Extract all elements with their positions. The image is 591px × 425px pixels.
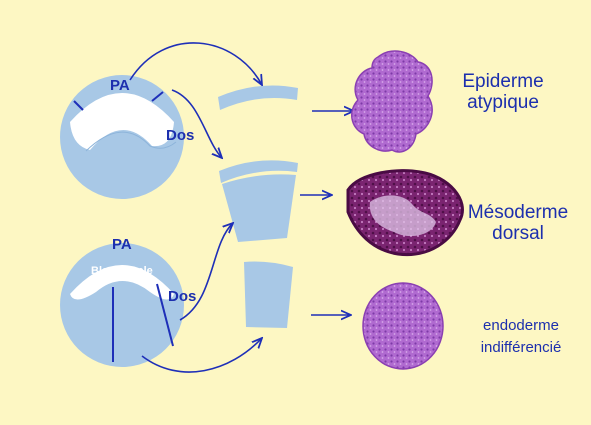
epidermis-line1: Epiderme xyxy=(462,71,544,92)
pa-label-top: PA xyxy=(110,77,130,94)
endoderm-line1: endoderme xyxy=(483,317,559,334)
mesoderm-line1: Mésoderme xyxy=(467,202,569,223)
arrow xyxy=(171,89,222,158)
cut-line xyxy=(156,283,174,347)
arrow xyxy=(141,338,262,373)
cut-line xyxy=(73,100,84,111)
endoderm-tissue xyxy=(362,282,444,370)
pa-label-bottom: PA xyxy=(112,236,132,253)
embryo-top xyxy=(60,75,184,199)
endoderm-result-label: endoderme indifférencié xyxy=(466,315,576,359)
mesoderm-light-region xyxy=(369,195,436,237)
cut-line xyxy=(151,91,164,102)
embryo-bottom xyxy=(60,243,184,367)
arrow xyxy=(129,42,262,85)
atypical-epidermis-tissue xyxy=(351,50,433,153)
vegetal-explant-fragment xyxy=(244,261,293,328)
dos-label-top: Dos xyxy=(166,127,195,144)
arrow xyxy=(179,223,233,321)
epidermis-line2: atypique xyxy=(467,91,539,113)
ectoderm-cap-fragment xyxy=(219,160,298,183)
dos-label-bottom: Dos xyxy=(168,288,197,305)
ectoderm-cap-fragment xyxy=(218,85,298,110)
dorsal-explant-fragment xyxy=(222,174,296,242)
blastocoele-label-top: Blastocoele xyxy=(89,107,151,119)
mesoderm-result-label: Mésoderme dorsal xyxy=(458,202,578,245)
epidermis-result-label: Epiderme atypique xyxy=(448,71,558,114)
blastocoele-label-bottom: Blastocoele xyxy=(91,265,153,277)
mesoderm-line2: dorsal xyxy=(492,222,544,244)
endoderm-line2: indifférencié xyxy=(480,338,562,356)
